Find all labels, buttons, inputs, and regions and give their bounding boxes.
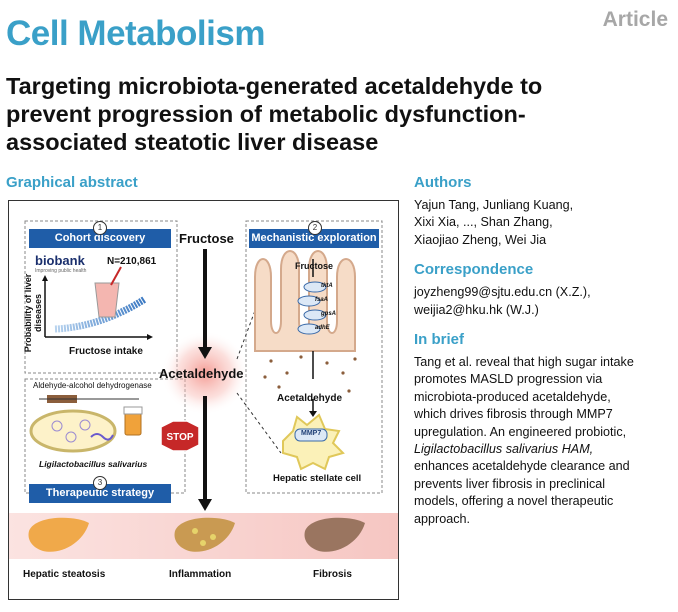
gene-label: gpsA bbox=[321, 311, 336, 317]
acetaldehyde-particles bbox=[263, 355, 357, 393]
fructose-arrow-head bbox=[198, 347, 212, 359]
authors-line: Xixi Xia, ..., Shan Zhang, bbox=[414, 215, 553, 230]
graphical-abstract-figure: Cohort discovery 1 Mechanistic explorati… bbox=[8, 200, 399, 600]
mechanism-fructose-label: Fructose bbox=[295, 261, 334, 271]
damage-arrow-head bbox=[198, 499, 212, 511]
enzyme-label: Aldehyde-alcohol dehydrogenase bbox=[33, 381, 152, 390]
bacterium-label: Ligilactobacillus salivarius bbox=[39, 459, 148, 469]
stop-sign-label: STOP bbox=[166, 432, 194, 443]
panel3-header: Therapeutic strategy bbox=[29, 484, 171, 503]
title-line: prevent progression of metabolic dysfunc… bbox=[6, 101, 526, 127]
drink-cup-icon bbox=[94, 282, 120, 318]
authors-heading: Authors bbox=[414, 174, 472, 191]
article-type-label: Article bbox=[602, 8, 668, 31]
pill-bottle-icon bbox=[124, 412, 142, 436]
graphical-abstract-illustration bbox=[9, 220, 398, 559]
correspondence-text: joyzheng99@sjtu.edu.cn (X.Z.), weijia2@h… bbox=[414, 284, 676, 319]
mmp7-badge bbox=[294, 428, 328, 442]
bacterium-icon bbox=[29, 409, 117, 453]
stellate-arrow-head bbox=[309, 411, 317, 417]
stop-sign-icon bbox=[160, 420, 200, 452]
article-title: Targeting microbiota-generated acetaldeh… bbox=[6, 72, 666, 156]
email-link[interactable]: weijia2@hku.hk (W.J.) bbox=[414, 302, 539, 317]
bacterium-dot bbox=[79, 419, 91, 431]
bacterium-dot bbox=[51, 420, 63, 432]
panel3-number: 3 bbox=[93, 476, 107, 490]
in-brief-line: models, offering a novel therapeutic bbox=[414, 494, 614, 509]
panel1-number: 1 bbox=[93, 221, 107, 235]
chart-y-label: Probability of liver diseases bbox=[23, 273, 43, 353]
stage-label-inflammation: Inflammation bbox=[169, 569, 232, 580]
stage-label-fibrosis: Fibrosis bbox=[313, 569, 352, 580]
authors-text: Yajun Tang, Junliang Kuang, Xixi Xia, ..… bbox=[414, 197, 676, 249]
journal-name: Cell Metabolism bbox=[6, 14, 265, 53]
correspondence-section: Correspondence joyzheng99@sjtu.edu.cn (X… bbox=[414, 261, 676, 319]
biobank-logo: biobank bbox=[35, 253, 85, 268]
chart-x-label: Fructose intake bbox=[69, 346, 143, 357]
chart-x-arrow bbox=[147, 334, 153, 340]
plasmid-squiggle bbox=[90, 433, 114, 441]
authors-line: Xiaojiao Zheng, Wei Jia bbox=[414, 232, 547, 247]
inflammation-spot bbox=[200, 540, 206, 546]
in-brief-line: which drives fibrosis through MMP7 bbox=[414, 407, 613, 422]
in-brief-line: promotes MASLD progression via bbox=[414, 372, 603, 387]
acetaldehyde-glow bbox=[161, 331, 249, 415]
panel1-header: Cohort discovery bbox=[29, 229, 171, 248]
risk-curve bbox=[54, 296, 147, 333]
connector-bottom bbox=[236, 392, 282, 454]
in-brief-line: prevents liver fibrosis in preclinical bbox=[414, 476, 606, 491]
graphical-abstract-heading: Graphical abstract bbox=[6, 174, 138, 191]
sidebar: Authors Yajun Tang, Junliang Kuang, Xixi… bbox=[414, 174, 676, 540]
email-link[interactable]: joyzheng99@sjtu.edu.cn (X.Z.), bbox=[414, 285, 591, 300]
in-brief-line: enhances acetaldehyde clearance and bbox=[414, 459, 630, 474]
gut-bacterium bbox=[297, 295, 321, 307]
gene-label: tktA bbox=[321, 283, 333, 289]
in-brief-text: Tang et al. reveal that high sugar intak… bbox=[414, 354, 676, 528]
chart-y-arrow bbox=[42, 275, 48, 281]
biobank-logo-subtitle: Improving public health bbox=[35, 268, 87, 274]
panel2-number: 2 bbox=[308, 221, 322, 235]
authors-section: Authors Yajun Tang, Junliang Kuang, Xixi… bbox=[414, 174, 676, 249]
center-fructose-label: Fructose bbox=[179, 231, 234, 246]
in-brief-line: approach. bbox=[414, 511, 471, 526]
authors-line: Yajun Tang, Junliang Kuang, bbox=[414, 198, 574, 212]
gene-label: fsaA bbox=[315, 297, 329, 303]
in-brief-line: Tang et al. reveal that high sugar intak… bbox=[414, 355, 634, 370]
liver-fibrosis-icon bbox=[304, 517, 365, 552]
drink-straw bbox=[110, 266, 122, 286]
mechanism-acetaldehyde-label: Acetaldehyde bbox=[277, 393, 343, 404]
title-line: Targeting microbiota-generated acetaldeh… bbox=[6, 73, 543, 99]
panel2-header: Mechanistic exploration bbox=[249, 229, 379, 248]
gut-bacterium bbox=[303, 281, 327, 293]
inflammation-spot bbox=[192, 528, 198, 534]
mmp7-label: MMP7 bbox=[301, 430, 322, 437]
gut-bacterium bbox=[303, 309, 327, 321]
gut-bacterium bbox=[297, 323, 321, 335]
center-acetaldehyde-label: Acetaldehyde bbox=[159, 366, 244, 381]
bacterium-dot bbox=[65, 431, 77, 443]
in-brief-section: In brief Tang et al. reveal that high su… bbox=[414, 331, 676, 528]
in-brief-line: upregulation. An engineered probiotic, bbox=[414, 424, 627, 439]
cohort-size: N=210,861 bbox=[107, 256, 157, 267]
stellate-cell-icon bbox=[282, 413, 345, 471]
stellate-cell-label: Hepatic stellate cell bbox=[273, 473, 362, 484]
title-line: associated steatotic liver disease bbox=[6, 129, 379, 155]
liver-inflammation-icon bbox=[174, 517, 235, 552]
stage-label-steatosis: Hepatic steatosis bbox=[23, 569, 106, 580]
liver-steatosis-icon bbox=[28, 517, 89, 552]
biobank-logo-box bbox=[33, 249, 85, 267]
in-brief-line: microbiota-produced acetaldehyde, bbox=[414, 389, 611, 404]
correspondence-heading: Correspondence bbox=[414, 261, 534, 279]
in-brief-heading: In brief bbox=[414, 331, 465, 349]
gene-label: adhE bbox=[315, 325, 330, 331]
inflammation-spot bbox=[210, 534, 216, 540]
in-brief-line: Ligilactobacillus salivarius HAM, bbox=[414, 442, 594, 457]
pill-bottle-cap bbox=[123, 406, 143, 415]
